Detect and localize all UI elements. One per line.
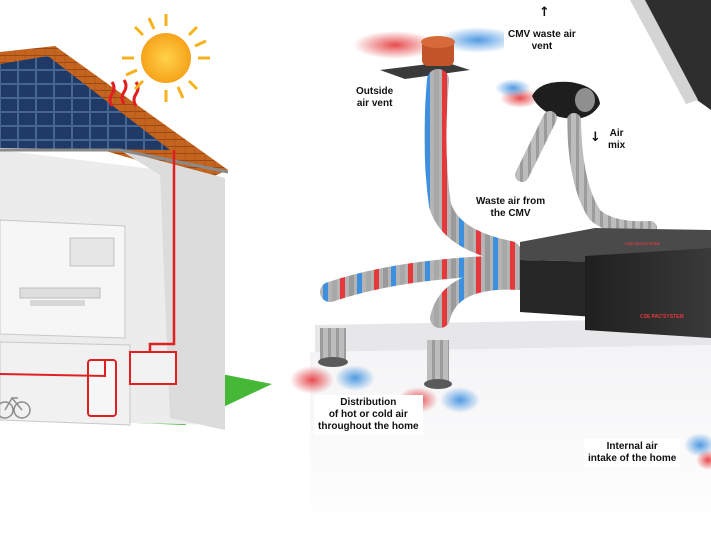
label-outside-air-vent-line1: Outside: [356, 86, 394, 97]
bicycle: [0, 396, 31, 419]
hot-air-puff: [353, 31, 437, 59]
arrow-down-icon: ↓: [590, 130, 601, 145]
label-air-mix: Air mix: [604, 126, 630, 154]
diffuser-center: [424, 379, 452, 389]
roof-corner-edge: [630, 0, 698, 104]
label-waste-air-from-cmv-line1: Waste air from: [476, 196, 546, 207]
label-cmv-waste-air-vent-line2: vent: [531, 41, 553, 52]
distribution-blue-puff: [335, 365, 375, 391]
cold-air-puff: [438, 27, 518, 53]
duct-air-mix: [567, 113, 657, 236]
red-wiring: [148, 150, 176, 352]
label-air-mix-line2: mix: [608, 140, 626, 151]
outside-vent-plate: [380, 62, 470, 79]
sun-icon: [122, 14, 210, 102]
duct-left-horizontal: [320, 255, 525, 302]
intake-red-puff: [696, 450, 711, 470]
label-internal-air-intake-line1: Internal air: [606, 441, 658, 452]
label-internal-air-intake: Internal air intake of the home: [584, 439, 681, 467]
label-distribution-line2: of hot or cold air: [328, 409, 408, 420]
cmv-logo-front: CSE PAC'SYSTEM: [640, 314, 684, 320]
outside-vent-cap-top: [421, 36, 455, 48]
distribution-red-puff: [290, 366, 334, 394]
solar-panels: [0, 56, 170, 150]
label-waste-air-from-cmv-line2: the CMV: [490, 208, 531, 219]
duct-below-center: [427, 340, 449, 382]
house-illustration: [0, 14, 272, 430]
label-distribution-line3: throughout the home: [318, 421, 419, 432]
distribution-blue-puff-2: [440, 387, 480, 413]
kitchen-table: [30, 300, 85, 306]
cmv-logo-top: CSE PAC'SYSTEM: [625, 241, 661, 246]
heat-pump-tank: [87, 359, 117, 417]
roof-eave: [0, 148, 229, 174]
waste-puff-blue: [495, 79, 531, 97]
house-wall-side: [120, 150, 225, 430]
duct-lower-loop: [430, 269, 530, 328]
label-waste-air-from-cmv: Waste air from the CMV: [472, 194, 550, 222]
label-outside-air-vent: Outside air vent: [352, 84, 398, 112]
red-wiring-2: [0, 360, 106, 378]
label-cmv-waste-air-vent-line1: CMV waste air: [508, 29, 576, 40]
duct-cmv-diagonal: [515, 111, 557, 182]
label-air-mix-line1: Air: [609, 128, 624, 139]
cmv-waste-vent-fan: [575, 88, 595, 112]
label-cmv-waste-air-vent: CMV waste air vent: [504, 27, 580, 55]
duct-below-left: [320, 328, 346, 360]
cmv-unit-main: [585, 248, 711, 338]
diffuser-left: [318, 357, 348, 367]
kitchen-cabinets: [69, 237, 115, 267]
arrow-up-icon: ↑: [539, 5, 550, 20]
label-distribution: Distribution of hot or cold air througho…: [314, 395, 423, 435]
label-distribution-line1: Distribution: [340, 397, 397, 408]
label-outside-air-vent-line2: air vent: [356, 98, 393, 109]
cmv-system: CSE PAC'SYSTEM CSE PAC'SYSTEM: [290, 0, 711, 533]
kitchen-counter: [19, 287, 101, 299]
duct-main-vertical: [424, 69, 521, 263]
label-internal-air-intake-line2: intake of the home: [588, 453, 677, 464]
outdoor-unit: [129, 351, 177, 385]
